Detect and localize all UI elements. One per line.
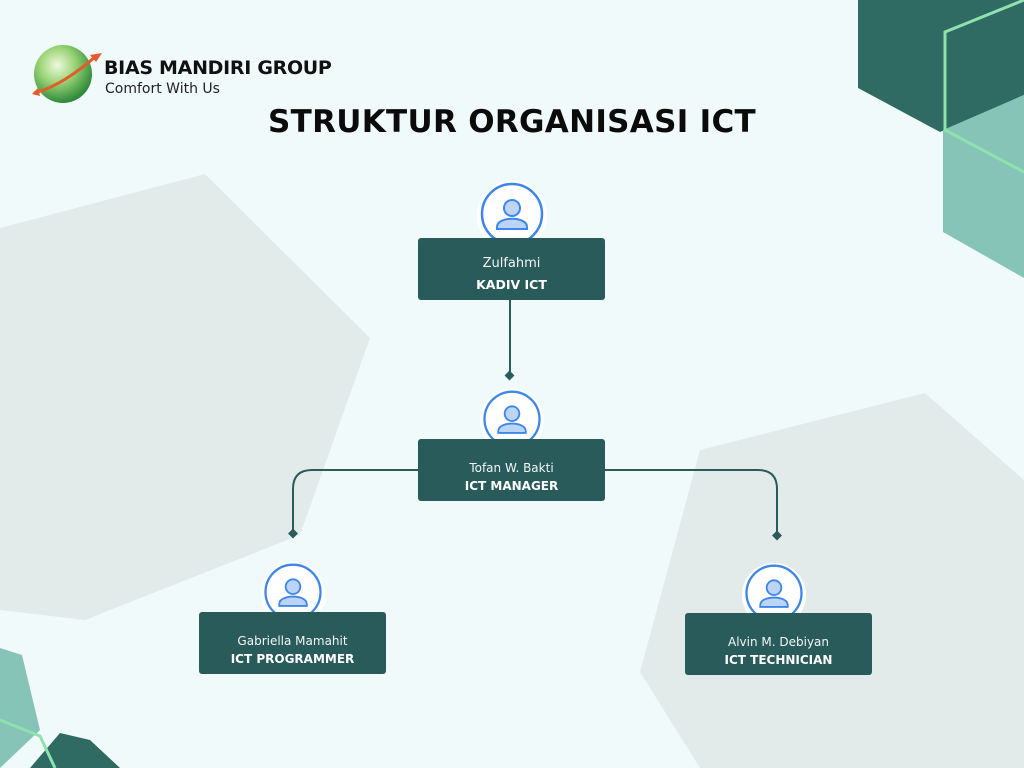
node-name: Gabriella Mamahit	[237, 634, 348, 648]
globe-swoosh-icon	[32, 45, 102, 103]
user-avatar-icon	[477, 181, 547, 251]
bg-hexagon-left	[0, 174, 370, 620]
user-avatar-icon	[741, 562, 807, 628]
node-name: Tofan W. Bakti	[469, 461, 554, 475]
org-node-programmer: Gabriella Mamahit ICT PROGRAMMER	[199, 561, 386, 674]
user-avatar-icon	[260, 561, 326, 627]
node-name: Zulfahmi	[482, 256, 541, 271]
node-role: ICT PROGRAMMER	[230, 652, 355, 666]
user-avatar-icon	[479, 388, 545, 454]
connector-manager-technician	[605, 469, 782, 541]
org-node-manager: Tofan W. Bakti ICT MANAGER	[418, 388, 605, 501]
org-card: Gabriella Mamahit ICT PROGRAMMER	[199, 612, 386, 674]
org-node-kadiv: Zulfahmi KADIV ICT	[418, 180, 605, 300]
org-card: Tofan W. Bakti ICT MANAGER	[418, 439, 605, 501]
bg-hexagon-outline	[943, 0, 1024, 174]
brand-header: BIAS MANDIRI GROUP Comfort With Us	[30, 44, 350, 106]
bg-hexagon-top-right-dark	[858, 0, 1024, 132]
org-node-technician: Alvin M. Debiyan ICT TECHNICIAN	[685, 562, 872, 675]
brand-tagline: Comfort With Us	[105, 81, 220, 97]
node-name: Alvin M. Debiyan	[727, 635, 829, 649]
org-card: Alvin M. Debiyan ICT TECHNICIAN	[685, 613, 872, 675]
connector-kadiv-manager	[504, 300, 515, 381]
page-title: STRUKTUR ORGANISASI ICT	[268, 104, 756, 140]
node-role: KADIV ICT	[476, 277, 547, 292]
node-role: ICT MANAGER	[464, 479, 559, 493]
node-role: ICT TECHNICIAN	[724, 653, 833, 667]
bg-hexagon-outline-bottom	[0, 718, 57, 768]
brand-name: BIAS MANDIRI GROUP	[104, 57, 332, 79]
org-card: Zulfahmi KADIV ICT	[418, 238, 605, 300]
bg-hexagon-bottom-left-mid	[0, 648, 40, 768]
connector-manager-programmer	[288, 469, 418, 539]
